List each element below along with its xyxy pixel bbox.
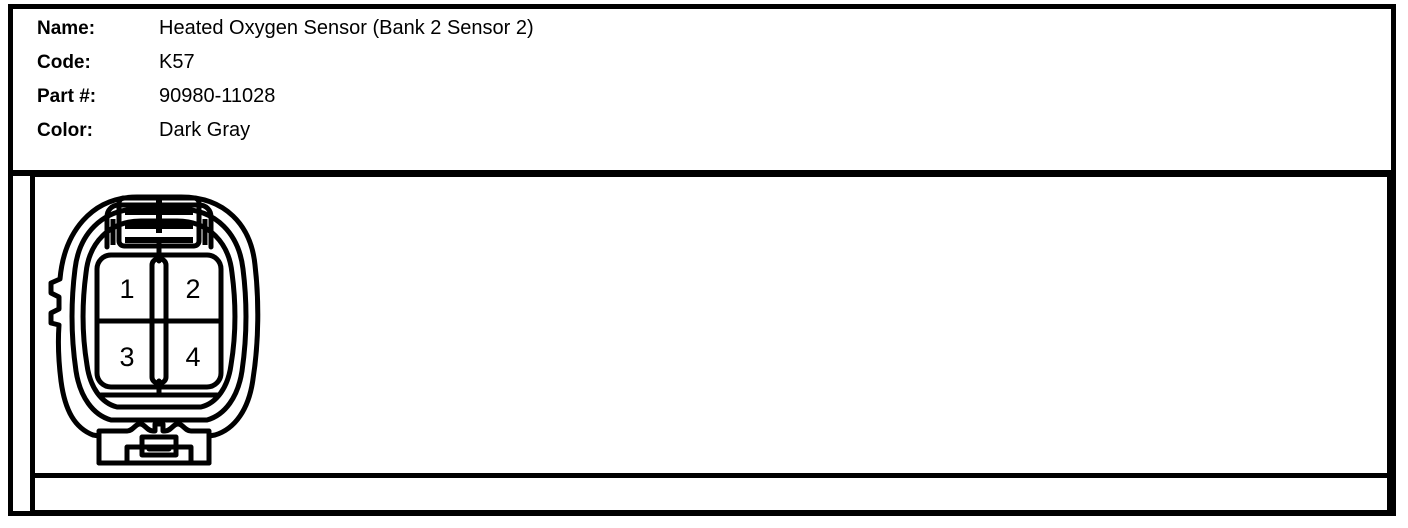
spec-row-color: Color: Dark Gray <box>37 119 937 153</box>
latch-tab-grid <box>125 199 193 243</box>
diagram-panel: 1 2 3 4 <box>30 172 1392 478</box>
bottom-lock-tab <box>96 421 212 466</box>
spec-value-part-number: 90980-11028 <box>159 85 276 107</box>
connector-shell-contour-3 <box>80 218 238 410</box>
spec-value-name: Heated Oxygen Sensor (Bank 2 Sensor 2) <box>159 17 534 39</box>
spec-value-color: Dark Gray <box>159 119 251 141</box>
spec-label-code: Code: <box>37 52 91 73</box>
spec-value-code: K57 <box>159 51 195 73</box>
spec-block: Name: Heated Oxygen Sensor (Bank 2 Senso… <box>8 4 1396 176</box>
spec-row-code: Code: K57 <box>37 51 937 85</box>
pin-number-4: 4 <box>185 342 200 372</box>
spec-label-name: Name: <box>37 18 96 39</box>
spec-row-part-number: Part #: 90980-11028 <box>37 85 937 119</box>
pin-number-2: 2 <box>185 274 200 304</box>
spec-label-color: Color: <box>37 120 93 141</box>
latch-shoulders <box>110 219 208 245</box>
pin-number-1: 1 <box>119 274 134 304</box>
bottom-strip <box>30 478 1392 516</box>
pin-number-3: 3 <box>119 342 134 372</box>
spec-rows: Name: Heated Oxygen Sensor (Bank 2 Senso… <box>37 17 937 153</box>
connector-svg: 1 2 3 4 <box>48 194 261 466</box>
spec-label-part-number: Part #: <box>37 86 97 107</box>
connector-diagram: 1 2 3 4 <box>39 181 279 473</box>
spec-row-name: Name: Heated Oxygen Sensor (Bank 2 Senso… <box>37 17 937 51</box>
bottom-tab-inner-rect <box>139 434 179 458</box>
connector-inner-shell <box>69 206 249 423</box>
